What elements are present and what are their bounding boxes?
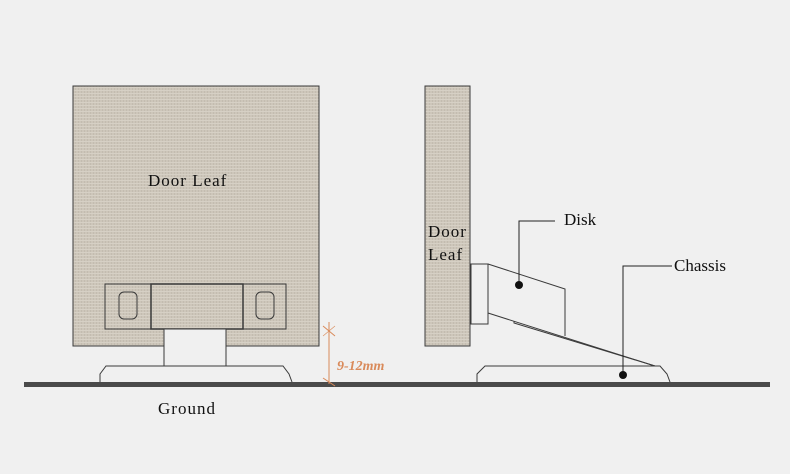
front-door-leaf	[72, 85, 320, 347]
gap-dimension	[322, 322, 336, 387]
chassis-leader-line	[622, 265, 672, 375]
front-door-leaf-label: Door Leaf	[148, 171, 227, 190]
side-door-leaf-label-line2: Leaf	[428, 245, 463, 264]
disk-body	[487, 263, 656, 367]
front-stem	[163, 328, 227, 367]
disk-marker	[515, 281, 523, 289]
disk-leader-line	[518, 220, 555, 285]
gap-label: 9-12mm	[337, 359, 385, 374]
front-screw-slot-right	[255, 291, 275, 320]
chassis-label: Chassis	[674, 256, 726, 275]
side-mount-block	[470, 263, 489, 325]
ground-line	[24, 382, 770, 387]
side-door-leaf	[424, 85, 471, 347]
ground-label: Ground	[158, 399, 216, 418]
side-door-leaf-label-line1: Door	[428, 222, 467, 241]
disk-arm	[513, 321, 656, 367]
chassis-marker	[619, 371, 627, 379]
front-screw-slot-left	[118, 291, 138, 320]
front-view	[72, 85, 320, 383]
disk-label: Disk	[564, 210, 597, 229]
side-chassis	[476, 365, 671, 383]
side-view	[424, 85, 672, 383]
front-chassis	[99, 365, 293, 383]
